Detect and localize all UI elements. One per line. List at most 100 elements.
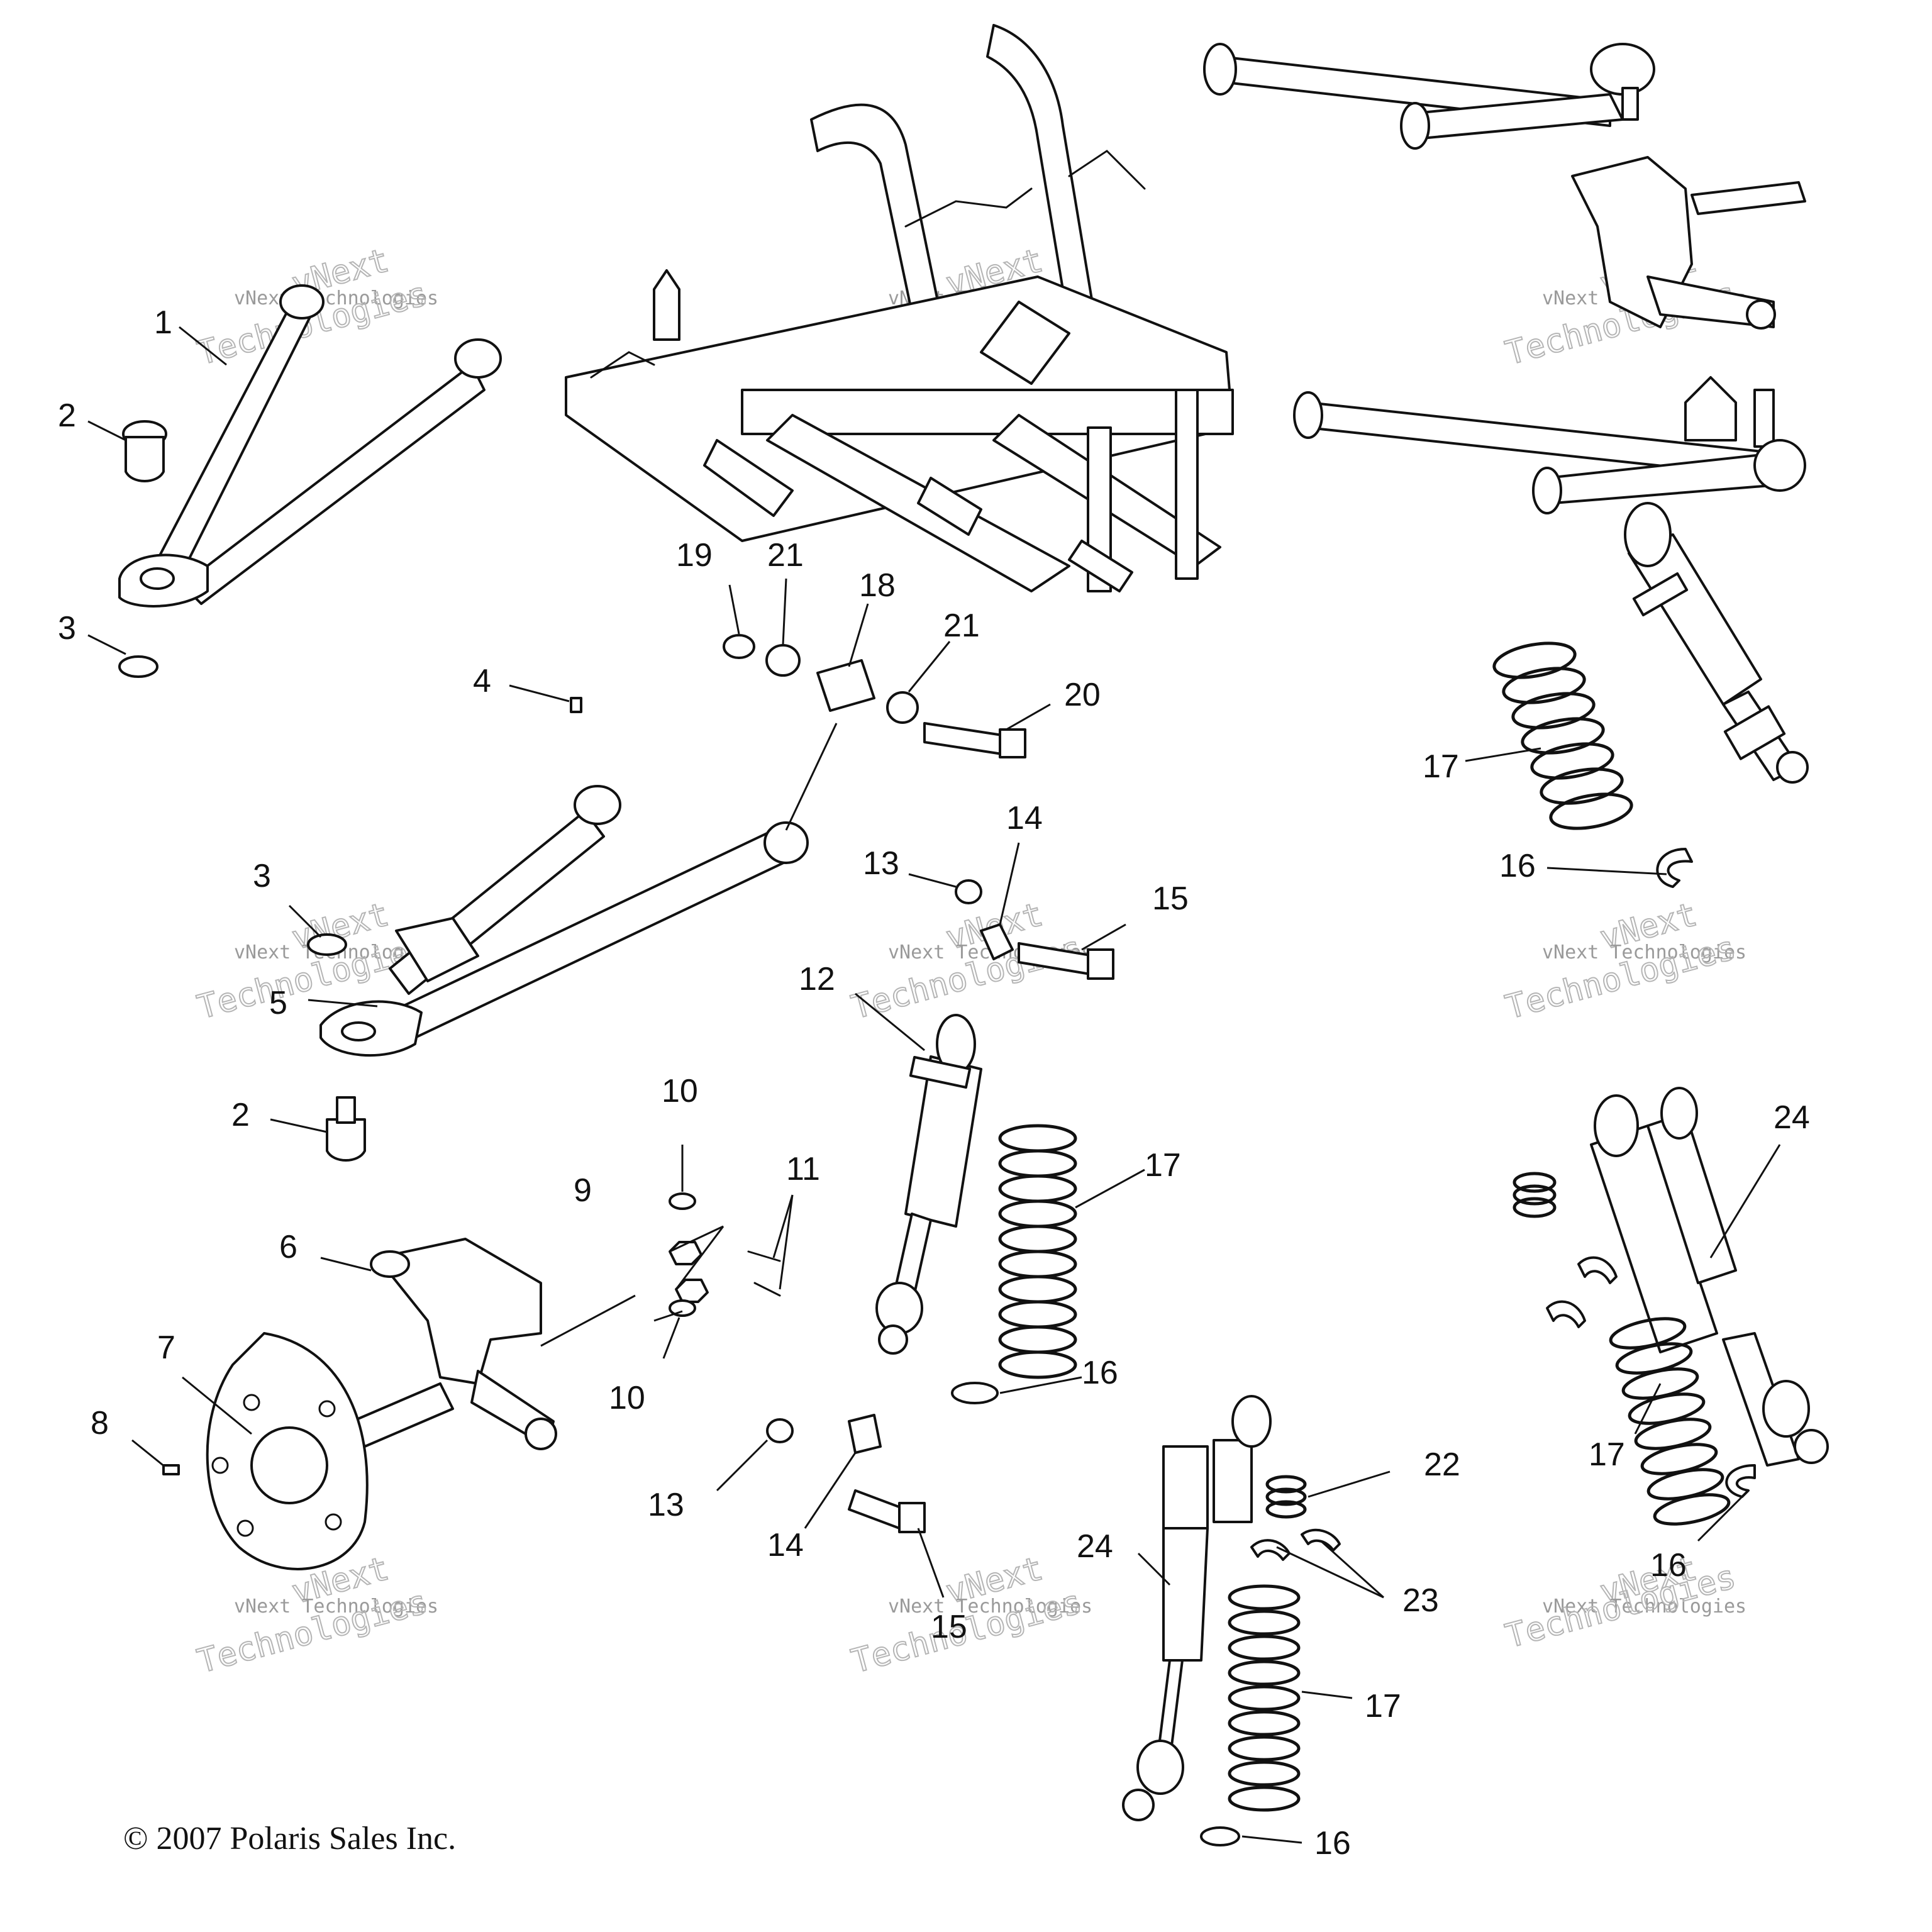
retainer-clip-16-upper-right: [1656, 848, 1693, 888]
label-21-left: 21: [767, 537, 804, 574]
shock-24-right: [1590, 1087, 1829, 1467]
label-6: 6: [279, 1229, 297, 1265]
watermark-bottom-left: vNext vNext Technologies Technologies: [193, 1549, 438, 1681]
retainer-16-lower: [1200, 1826, 1240, 1846]
label-23: 23: [1402, 1582, 1439, 1619]
label-19: 19: [676, 537, 713, 574]
label-14-lower: 14: [767, 1527, 804, 1563]
part-labels: 1 2 3 4 3 5 2 6 7 8 9 10 10 11 12 13 14 …: [58, 304, 1810, 1862]
label-21-right: 21: [943, 608, 980, 644]
label-16-center: 16: [1082, 1355, 1118, 1391]
hardware-18-21: [723, 634, 1026, 758]
bolt-15-upper: [1018, 942, 1114, 980]
bushing-21-left: [765, 644, 801, 677]
bushing-21-right: [886, 691, 919, 724]
svg-text:vNext Technologies: vNext Technologies: [888, 1596, 1092, 1618]
spring-17-right-lower: [1609, 1317, 1731, 1526]
label-2-lower: 2: [231, 1097, 250, 1133]
retainer-16-center: [951, 1382, 999, 1404]
retainer-16-right-lower: [1725, 1464, 1756, 1498]
shock-12: [875, 1014, 982, 1355]
label-12: 12: [799, 961, 835, 997]
spring-right-upper: [1492, 641, 1633, 830]
washer-19: [723, 634, 755, 659]
washer-10-bottom: [669, 1299, 696, 1317]
bolt-15-lower: [848, 1489, 926, 1533]
label-11: 11: [786, 1151, 820, 1187]
retainer-23-right-lower: [1546, 1300, 1586, 1328]
cotter-pin-11-lower: [753, 1282, 781, 1297]
watermark-bottom-right: vNext vNext Technologies Technologies: [1501, 1549, 1746, 1656]
ring-3-upper: [118, 655, 158, 678]
spring-17-lower: [1228, 1584, 1301, 1812]
label-17-upper-right: 17: [1423, 748, 1459, 785]
svg-text:vNext Technologies: vNext Technologies: [234, 287, 438, 309]
retainer-23-right-upper: [1577, 1256, 1618, 1284]
spring-22: [1265, 1475, 1307, 1519]
label-5: 5: [269, 985, 287, 1021]
label-17-lower: 17: [1365, 1688, 1401, 1724]
label-10-bottom: 10: [609, 1380, 645, 1416]
svg-text:vNext Technologies: vNext Technologies: [234, 1596, 438, 1618]
bolt-20-head: [999, 728, 1026, 758]
watermark-mid-right: vNext vNext Technologies Technologies: [1501, 895, 1746, 1027]
label-16-right: 16: [1650, 1547, 1687, 1584]
label-13-lower: 13: [648, 1487, 684, 1523]
screw-8: [162, 1464, 180, 1475]
spring-17-center: [998, 1124, 1077, 1379]
label-22: 22: [1424, 1446, 1460, 1483]
grease-fitting-4: [570, 697, 582, 713]
label-8: 8: [91, 1405, 109, 1441]
label-1: 1: [154, 304, 172, 341]
label-10-top: 10: [662, 1073, 698, 1109]
label-9: 9: [574, 1172, 592, 1209]
label-18: 18: [859, 567, 896, 604]
label-17-right: 17: [1589, 1436, 1625, 1473]
label-15-upper: 15: [1152, 880, 1189, 917]
washer-10-top: [669, 1192, 696, 1210]
label-24-right: 24: [1774, 1099, 1810, 1136]
leader-lines: [87, 326, 1781, 1844]
svg-text:vNext Technologies: vNext Technologies: [1542, 941, 1746, 963]
label-7: 7: [157, 1330, 175, 1366]
copyright: © 2007 Polaris Sales Inc.: [123, 1821, 456, 1857]
shock-right-upper: [1624, 502, 1809, 784]
label-3-lower: 3: [253, 858, 271, 894]
label-20: 20: [1064, 677, 1101, 713]
ball-joint-2-lower: [326, 1096, 366, 1162]
washer-13-upper: [955, 879, 982, 904]
spring-22-right: [1513, 1172, 1557, 1218]
hardware-9-10-11: [669, 1192, 781, 1317]
lower-a-arm-left: [319, 785, 809, 1057]
watermark-bottom-center: vNext vNext Technologies Technologies: [847, 1549, 1092, 1681]
label-13-upper: 13: [863, 845, 899, 882]
label-24-lower: 24: [1077, 1528, 1113, 1565]
cotter-pin-11-upper: [747, 1250, 781, 1262]
label-16-upper-right: 16: [1499, 848, 1536, 884]
label-4: 4: [473, 663, 491, 699]
shock-24-lower: [1122, 1395, 1272, 1821]
label-15-lower: 15: [931, 1609, 967, 1645]
upper-a-arm-left: [118, 284, 502, 608]
spindle-right: [1571, 156, 1806, 330]
upper-a-arm-right: [1203, 43, 1655, 150]
sleeve-14-lower: [848, 1414, 882, 1454]
svg-text:vNext Technologies: vNext Technologies: [1542, 1596, 1746, 1618]
sleeve-14-upper: [980, 923, 1014, 960]
ring-3-lower: [307, 933, 347, 956]
label-16-lower: 16: [1314, 1825, 1351, 1862]
ball-joint-2-upper: [122, 420, 167, 482]
label-14-upper: 14: [1006, 800, 1043, 836]
retainer-23-right: [1301, 1528, 1341, 1552]
brake-disc-7: [206, 1332, 369, 1570]
lower-a-arm-right: [1293, 376, 1806, 514]
bolt-20: [923, 722, 1008, 756]
washer-13-lower: [766, 1418, 794, 1443]
frame-assembly: [565, 24, 1234, 592]
label-2-upper: 2: [58, 397, 76, 434]
label-3-upper: 3: [58, 610, 76, 647]
label-17-center: 17: [1145, 1147, 1181, 1184]
spindle-left: [351, 1238, 557, 1450]
sleeve-18: [816, 659, 875, 712]
